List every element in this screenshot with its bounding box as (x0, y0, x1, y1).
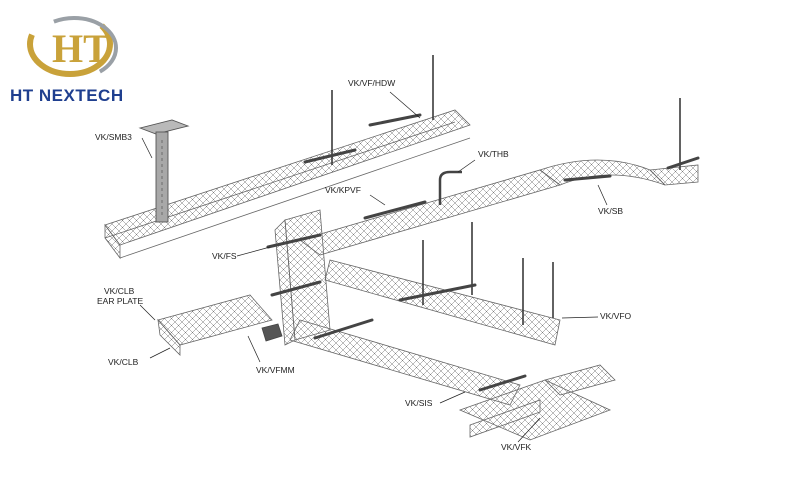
brand-name: HT NEXTECH (10, 86, 124, 105)
vfmm-box (261, 323, 283, 342)
thb-bracket (438, 170, 462, 205)
label-vfo: VK/VFO (600, 311, 632, 321)
left-small-tray (157, 294, 273, 356)
callout-arrows (139, 91, 608, 443)
label-clb: VK/CLB (108, 357, 139, 367)
label-clb-plate-2: EAR PLATE (97, 296, 144, 306)
label-vf-hdw: VK/VF/HDW (348, 78, 396, 88)
label-sb: VK/SB (598, 206, 624, 216)
middle-tray (299, 159, 699, 256)
label-sis: VK/SIS (405, 398, 433, 408)
label-vfk: VK/VFK (501, 442, 532, 452)
ceiling-support (138, 119, 190, 223)
label-smb3: VK/SMB3 (95, 132, 132, 142)
label-kpvf: VK/KPVF (325, 185, 361, 195)
support-channels (266, 113, 700, 392)
logo-swoosh-gold (27, 11, 113, 77)
cross-tray (458, 364, 616, 441)
brand-logo: HT (27, 11, 118, 80)
label-thb: VK/THB (478, 149, 509, 159)
label-clb-plate-1: VK/CLB (104, 286, 135, 296)
logo-swoosh-silver (30, 16, 118, 80)
label-fs: VK/FS (212, 251, 237, 261)
logo-monogram: HT (52, 26, 110, 71)
label-vfmm: VK/VFMM (256, 365, 295, 375)
threaded-rods (331, 55, 681, 325)
